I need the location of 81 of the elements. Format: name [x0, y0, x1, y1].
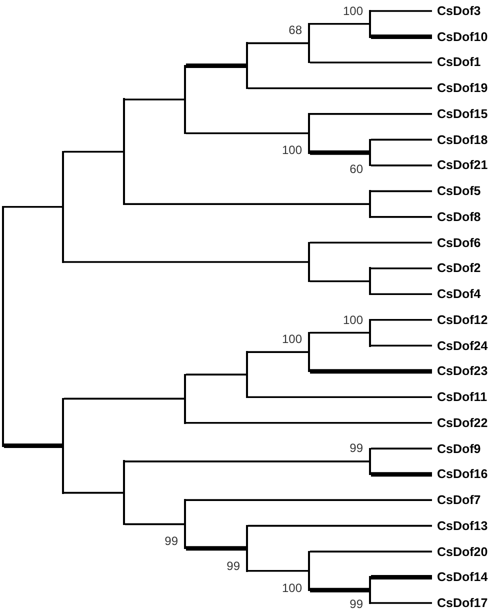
- tree-branch: [371, 34, 432, 39]
- taxon-label: CsDof17: [432, 595, 488, 610]
- taxon-label: CsDof4: [432, 286, 481, 302]
- taxon-label: CsDof24: [432, 338, 488, 354]
- tree-branch: [186, 499, 432, 501]
- bootstrap-value: 99: [164, 535, 178, 548]
- taxon-label: CsDof13: [432, 518, 488, 534]
- taxon-label: CsDof16: [432, 466, 488, 482]
- tree-branch: [4, 206, 62, 208]
- tree-branch: [371, 575, 432, 580]
- tree-branch: [371, 190, 432, 192]
- tree-branch: [248, 396, 432, 398]
- bootstrap-value: 60: [350, 163, 363, 176]
- taxon-label: CsDof23: [432, 363, 488, 380]
- tree-branch: [310, 588, 369, 592]
- tree-branch: [248, 570, 308, 572]
- taxon-label: CsDof8: [432, 208, 481, 225]
- tree-branch: [371, 318, 432, 321]
- tree-branch: [371, 293, 432, 296]
- taxon-label: CsDof20: [432, 544, 488, 560]
- tree-branch: [125, 460, 369, 462]
- tree-branch: [310, 62, 432, 64]
- taxon-label: CsDof5: [432, 183, 481, 200]
- taxon-label: CsDof12: [432, 312, 488, 328]
- tree-branch: [186, 374, 246, 376]
- tree-branch: [371, 344, 432, 347]
- tree-branch: [186, 63, 246, 68]
- tree-branch: [310, 242, 432, 244]
- taxon-label: CsDof18: [432, 132, 488, 148]
- tree-branch: [4, 444, 62, 448]
- tree-branch: [64, 492, 123, 494]
- tree-branch: [310, 113, 432, 115]
- taxon-label: CsDof6: [432, 234, 481, 251]
- taxon-label: CsDof19: [432, 80, 488, 96]
- tree-branch: [310, 369, 432, 374]
- bootstrap-value: 100: [282, 332, 302, 345]
- bootstrap-value: 99: [350, 442, 363, 454]
- tree-branch: [186, 546, 246, 551]
- tree-branch: [371, 10, 432, 12]
- taxon-label: CsDof9: [432, 440, 481, 457]
- tree-branch: [310, 550, 432, 552]
- taxon-label: CsDof21: [432, 157, 488, 174]
- tree-branch: [125, 98, 184, 100]
- taxon-label: CsDof15: [432, 106, 488, 122]
- tree-branch: [310, 150, 369, 155]
- bootstrap-value: 68: [288, 24, 302, 36]
- tree-branch: [64, 150, 123, 153]
- tree-branch: [310, 22, 369, 25]
- tree-branch: [186, 422, 432, 424]
- bootstrap-value: 100: [342, 5, 363, 17]
- bootstrap-value: 100: [282, 582, 302, 594]
- tree-branch: [371, 138, 432, 141]
- taxon-label: CsDof10: [432, 28, 488, 45]
- tree-branch: [371, 216, 432, 218]
- tree-branch: [64, 261, 308, 263]
- tree-branch: [125, 203, 369, 205]
- taxon-label: CsDof1: [432, 54, 481, 70]
- tree-branch: [64, 398, 184, 400]
- tree-branch: [371, 268, 432, 270]
- bootstrap-value: 100: [282, 144, 302, 156]
- taxon-label: CsDof22: [432, 414, 488, 431]
- tree-branch: [371, 602, 432, 604]
- tree-branch: [186, 132, 308, 134]
- tree-branch: [371, 164, 432, 166]
- tree-branch: [248, 351, 308, 353]
- taxon-label: CsDof7: [432, 492, 481, 508]
- tree-branch: [310, 280, 369, 282]
- tree-branch: [248, 524, 432, 527]
- bootstrap-value: 99: [350, 598, 363, 610]
- tree-branch: [248, 42, 308, 44]
- tree-branch: [310, 332, 369, 334]
- tree-branch: [248, 87, 432, 90]
- bootstrap-value: 99: [226, 560, 240, 572]
- tree-branch: [371, 448, 432, 450]
- taxon-label: CsDof2: [432, 260, 481, 276]
- taxon-label: CsDof11: [432, 389, 488, 406]
- tree-branch: [371, 472, 432, 477]
- taxon-label: CsDof14: [432, 569, 488, 586]
- tree-branch: [125, 523, 184, 526]
- bootstrap-value: 100: [342, 314, 363, 326]
- taxon-label: CsDof3: [432, 3, 481, 19]
